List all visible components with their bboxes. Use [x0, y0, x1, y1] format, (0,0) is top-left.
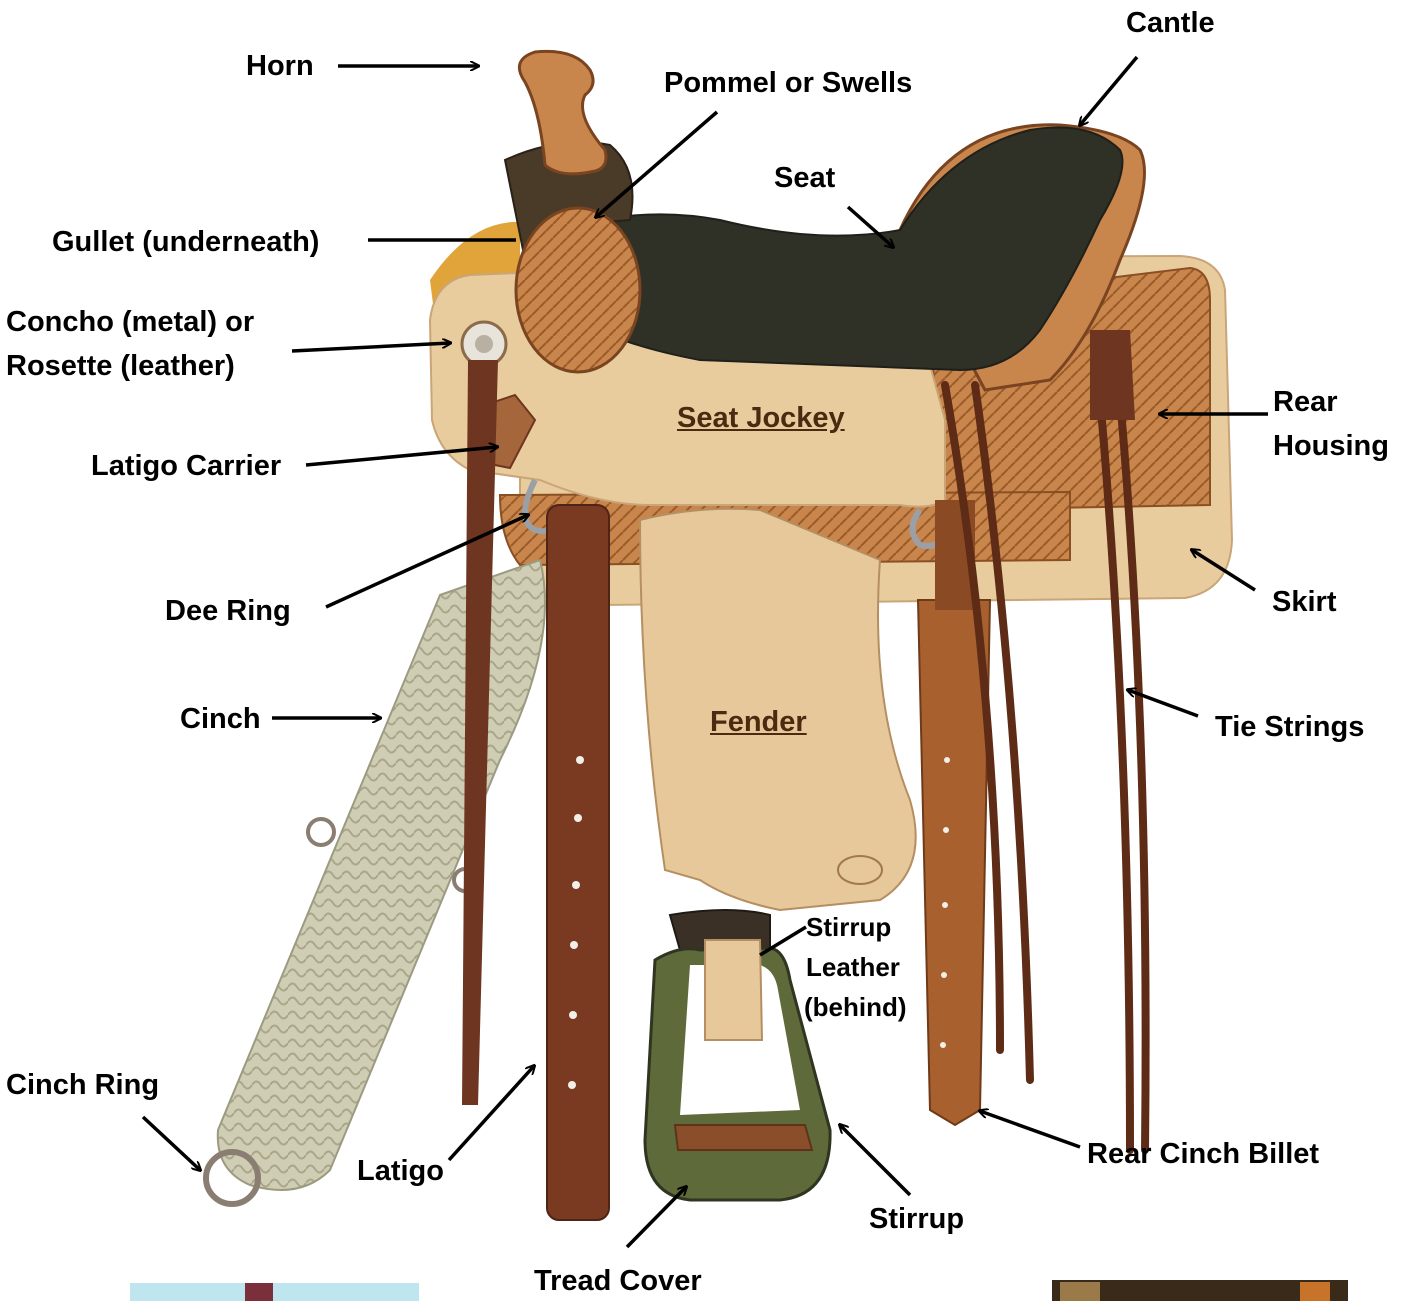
arrow-rear-cinch-billet [980, 1111, 1080, 1147]
label-latigo-carrier: Latigo Carrier [91, 446, 281, 486]
label-latigo: Latigo [357, 1151, 444, 1191]
arrow-concho [292, 343, 450, 351]
label-stirrup: Stirrup [869, 1199, 964, 1239]
arrow-stirrup [840, 1125, 910, 1195]
label-horn: Horn [246, 46, 314, 86]
bottom-left-photo-strip [130, 1283, 419, 1301]
label-skirt: Skirt [1272, 582, 1336, 622]
label-seat: Seat [774, 158, 835, 198]
label-cinch-ring: Cinch Ring [6, 1065, 159, 1105]
label-gullet: Gullet (underneath) [52, 222, 319, 262]
label-rear-cinch-billet: Rear Cinch Billet [1087, 1134, 1319, 1174]
arrow-cinch-ring [143, 1117, 200, 1170]
seat [560, 128, 1123, 371]
label-pommel: Pommel or Swells [664, 63, 912, 103]
label-stirrup-leather-3: (behind) [804, 987, 907, 1027]
label-dee-ring: Dee Ring [165, 591, 291, 631]
arrow-latigo [449, 1066, 534, 1160]
label-tread-cover: Tread Cover [534, 1261, 702, 1301]
arrow-cantle [1080, 57, 1137, 125]
label-concho: Concho (metal) or [6, 302, 254, 342]
label-stirrup-leather-2: Leather [806, 947, 900, 987]
label-cantle: Cantle [1126, 3, 1215, 43]
label-seat-jockey: Seat Jockey [677, 398, 845, 438]
label-cinch: Cinch [180, 699, 261, 739]
label-rear: Rear [1273, 382, 1338, 422]
tread-cover [675, 1125, 812, 1150]
label-stirrup-leather-1: Stirrup [806, 907, 891, 947]
cinch [218, 560, 545, 1190]
label-fender: Fender [710, 702, 807, 742]
arrow-tread-cover [627, 1187, 686, 1247]
rear-cinch-billet [918, 600, 990, 1125]
label-tie-strings: Tie Strings [1215, 707, 1364, 747]
front-billet [547, 505, 609, 1220]
stirrup-leather [705, 940, 762, 1040]
pommel-tooled [516, 208, 640, 372]
label-housing: Housing [1273, 426, 1389, 466]
label-rosette: Rosette (leather) [6, 346, 235, 386]
